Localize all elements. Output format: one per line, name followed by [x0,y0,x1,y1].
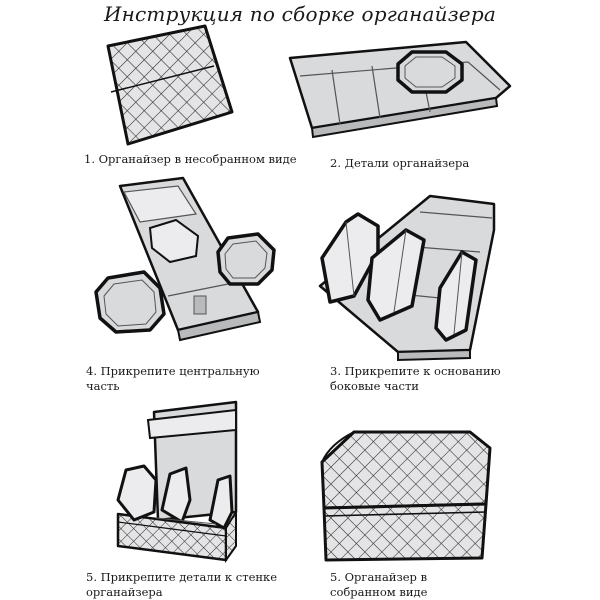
assembled-box-icon [320,430,492,562]
step-caption-4: 4. Прикрепите центральную часть [86,364,260,394]
step-caption-line: боковые части [330,379,419,393]
central-part-icon [94,176,276,342]
step-caption-line: органайзера [86,585,163,599]
organizer-parts-icon [288,40,512,139]
step-caption-5a: 5. Прикрепите детали к стенке органайзер… [86,570,277,600]
step-caption-line: 5. Органайзер в [330,570,428,584]
step-caption-3: 3. Прикрепите к основанию боковые части [330,364,501,394]
step-caption-line: часть [86,379,120,393]
parts-on-wall-icon [116,400,238,564]
step-caption-line: 3. Прикрепите к основанию [330,364,501,378]
base-with-sides-icon [318,194,496,362]
step-caption-line: 2. Детали органайзера [330,156,470,170]
step-caption-line: собранном виде [330,585,428,599]
step-caption-line: 1. Органайзер в несобранном виде [84,152,297,166]
step-caption-line: 5. Прикрепите детали к стенке [86,570,278,584]
step-caption-5b: 5. Органайзер в собранном виде [330,570,427,600]
step-caption-line: 4. Прикрепите центральную [86,364,260,378]
quilted-sheet-icon [106,24,234,146]
step-caption-2: 2. Детали органайзера [330,156,469,171]
step-caption-1: 1. Органайзер в несобранном виде [84,152,297,167]
page-title: Инструкция по сборке органайзера [104,2,496,26]
